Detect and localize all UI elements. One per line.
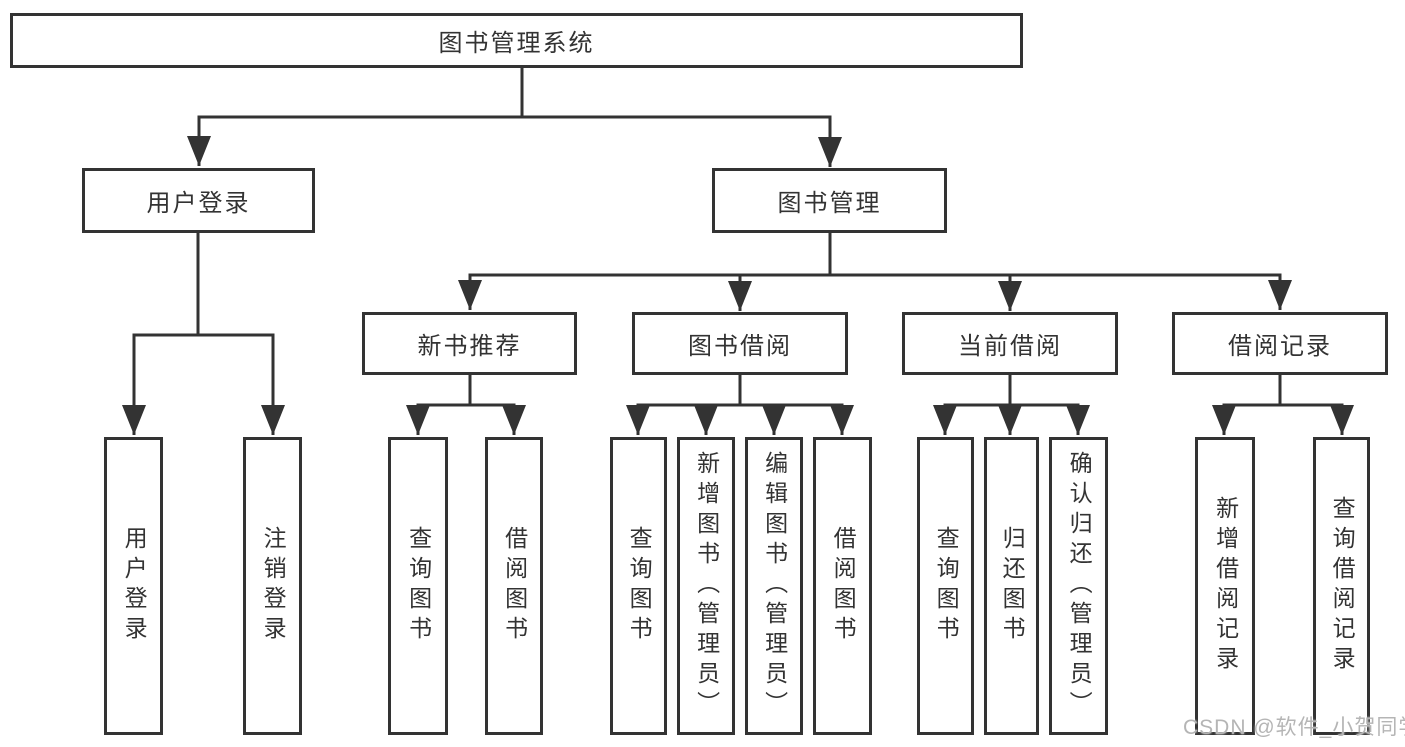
node-current-borrow: 当前借阅 (902, 312, 1118, 375)
node-root: 图书管理系统 (10, 13, 1023, 68)
leaf-record-query: 查询借阅记录 (1313, 437, 1370, 735)
node-borrow-record: 借阅记录 (1172, 312, 1388, 375)
leaf-bookborrow-borrow: 借阅图书 (813, 437, 872, 735)
leaf-user-login: 用户登录 (104, 437, 163, 735)
leaf-currentborrow-query-label: 查询图书 (933, 526, 960, 646)
leaf-newbook-borrow: 借阅图书 (485, 437, 543, 735)
leaf-bookborrow-add: 新增图书（管理员） (677, 437, 735, 735)
leaf-newbook-query: 查询图书 (388, 437, 448, 735)
leaf-currentborrow-confirm-label: 确认归还（管理员） (1066, 451, 1093, 721)
node-user-login: 用户登录 (82, 168, 315, 233)
leaf-bookborrow-query: 查询图书 (610, 437, 667, 735)
node-book-mgmt: 图书管理 (712, 168, 947, 233)
leaf-logout-label: 注销登录 (260, 526, 287, 646)
leaf-currentborrow-return-label: 归还图书 (999, 526, 1026, 646)
leaf-logout: 注销登录 (243, 437, 302, 735)
leaf-currentborrow-confirm: 确认归还（管理员） (1049, 437, 1108, 735)
leaf-bookborrow-edit: 编辑图书（管理员） (745, 437, 803, 735)
leaf-record-add-label: 新增借阅记录 (1212, 496, 1239, 676)
node-book-borrow: 图书借阅 (632, 312, 848, 375)
leaf-bookborrow-edit-label: 编辑图书（管理员） (761, 451, 788, 721)
leaf-user-login-label: 用户登录 (121, 526, 148, 646)
leaf-record-query-label: 查询借阅记录 (1329, 496, 1356, 676)
node-new-book-recommend: 新书推荐 (362, 312, 577, 375)
leaf-currentborrow-return: 归还图书 (984, 437, 1039, 735)
leaf-newbook-query-label: 查询图书 (405, 526, 432, 646)
leaf-newbook-borrow-label: 借阅图书 (501, 526, 528, 646)
leaf-bookborrow-add-label: 新增图书（管理员） (693, 451, 720, 721)
csdn-watermark: CSDN @软件_小贺同学 (1183, 716, 1405, 739)
leaf-record-add: 新增借阅记录 (1195, 437, 1255, 735)
leaf-bookborrow-query-label: 查询图书 (626, 526, 653, 646)
leaf-bookborrow-borrow-label: 借阅图书 (830, 526, 857, 646)
leaf-currentborrow-query: 查询图书 (917, 437, 974, 735)
